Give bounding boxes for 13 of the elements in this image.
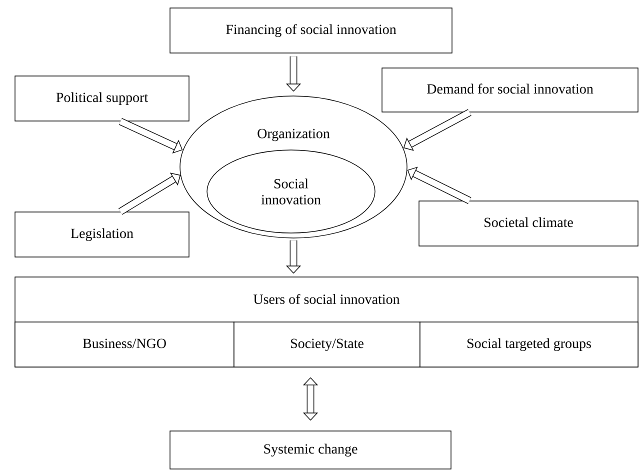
text-box: Society/State — [234, 322, 420, 368]
text-box: Societal climate — [418, 200, 638, 246]
block-arrow — [302, 377, 318, 421]
text-box: Legislation — [14, 212, 190, 258]
block-arrow — [407, 166, 472, 204]
block-arrow — [403, 109, 472, 151]
text-box: Financing of social innovation — [170, 8, 452, 54]
text-box: Political support — [14, 76, 190, 122]
text-box: Business/NGO — [14, 322, 234, 368]
block-arrow — [118, 172, 181, 215]
text-box: Systemic change — [170, 430, 452, 470]
text-box: Social targeted groups — [420, 322, 638, 368]
text-box: Demand for social innovation — [382, 68, 638, 112]
